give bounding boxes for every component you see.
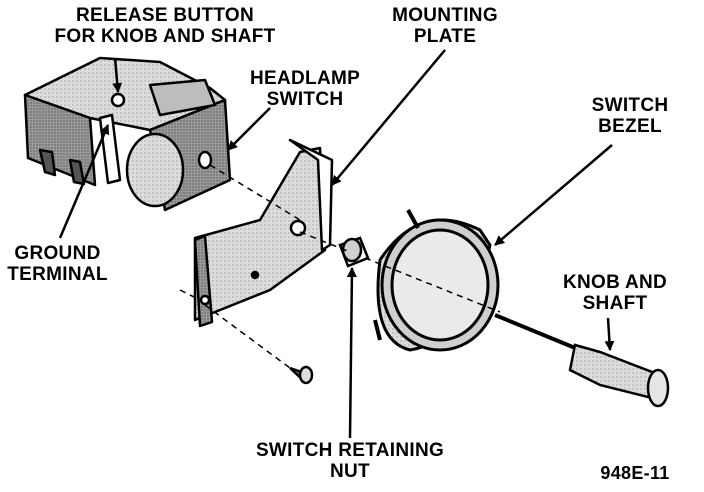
headlamp-switch-label-line1: HEADLAMP (250, 68, 361, 89)
mounting-screw-part (289, 365, 314, 385)
alignment-lines (179, 164, 501, 369)
mounting-plate-part (193, 138, 334, 328)
knob-and-shaft-label: KNOB AND SHAFT (555, 272, 675, 314)
switch-bezel-label-line1: SWITCH (591, 95, 669, 116)
knob-and-shaft-label-line2: SHAFT (582, 293, 648, 314)
switch-bezel-label: SWITCH BEZEL (580, 95, 680, 137)
headlamp-switch-label: HEADLAMP SWITCH (250, 68, 360, 110)
release-button-label: RELEASE BUTTON FOR KNOB AND SHAFT (40, 5, 290, 47)
switch-bezel-part (373, 209, 500, 352)
retaining-nut-part (338, 236, 370, 268)
switch-retaining-nut-label-line2: NUT (330, 461, 370, 482)
ground-terminal-label-line1: GROUND (14, 243, 101, 264)
release-button-label-line1: RELEASE BUTTON (75, 5, 255, 26)
release-button-label-line2: FOR KNOB AND SHAFT (54, 26, 276, 47)
headlamp-switch-label-line2: SWITCH (266, 89, 344, 110)
mounting-plate-label: MOUNTING PLATE (380, 5, 510, 47)
headlamp-switch-part (23, 56, 232, 212)
switch-retaining-nut-label: SWITCH RETAINING NUT (245, 440, 455, 482)
knob-and-shaft-label-line1: KNOB AND (562, 272, 668, 293)
mounting-plate-label-line2: PLATE (413, 26, 477, 47)
knob-and-shaft-part (494, 313, 670, 408)
ground-terminal-label: GROUND TERMINAL (0, 243, 115, 285)
switch-bezel-label-line2: BEZEL (598, 116, 662, 137)
mounting-plate-label-line1: MOUNTING (392, 5, 498, 26)
switch-retaining-nut-label-line1: SWITCH RETAINING (255, 440, 445, 461)
leader-lines (58, 49, 615, 439)
figure-code-text: 948E-11 (600, 463, 670, 483)
release-button-part (110, 92, 126, 108)
ground-terminal-label-line2: TERMINAL (7, 264, 108, 285)
figure-code-label: 948E-11 (585, 463, 685, 484)
